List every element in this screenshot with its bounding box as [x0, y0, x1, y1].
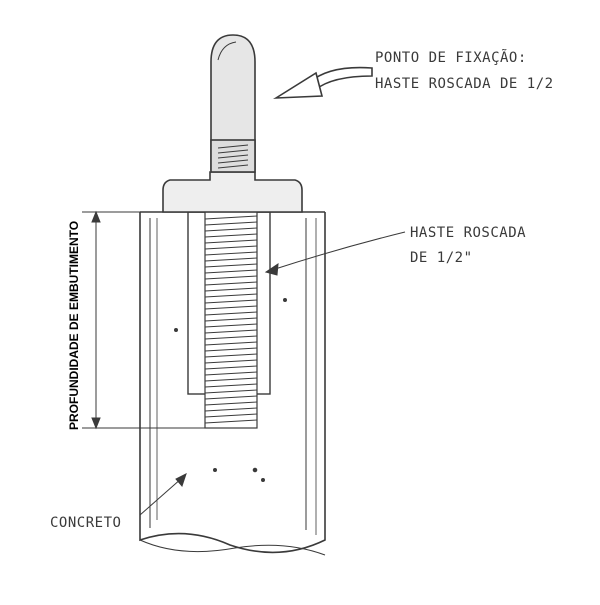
fixing-point-arrow — [273, 66, 373, 99]
threaded-rod-label-line2: DE 1/2" — [410, 250, 473, 266]
thread-line — [217, 159, 249, 164]
thread-line — [204, 239, 258, 244]
thread-line — [204, 389, 258, 394]
thread-line — [204, 251, 258, 256]
thread-line — [204, 317, 258, 322]
thread-line — [204, 311, 258, 316]
thread-line — [204, 395, 258, 400]
thread-line — [204, 299, 258, 304]
thread-line — [204, 347, 258, 352]
thread-line — [204, 245, 258, 250]
thread-line — [217, 149, 249, 154]
thread-line — [204, 371, 258, 376]
thread-line — [204, 221, 258, 226]
rod-threads — [204, 215, 258, 424]
lifting-point — [210, 34, 256, 173]
thread-line — [204, 413, 258, 418]
upper-threads — [217, 144, 249, 169]
thread-line — [204, 257, 258, 262]
thread-line — [204, 407, 258, 412]
threaded-rod — [204, 211, 258, 429]
thread-line — [204, 281, 258, 286]
flange — [162, 171, 303, 213]
thread-line — [204, 269, 258, 274]
concrete-leader — [139, 473, 187, 516]
thread-line — [204, 401, 258, 406]
fixing-point-label-line1: PONTO DE FIXAÇÃO: — [375, 49, 527, 66]
rod-leader — [264, 231, 406, 276]
embedment-dimension — [82, 210, 205, 430]
thread-line — [204, 233, 258, 238]
thread-line — [204, 335, 258, 340]
thread-line — [204, 323, 258, 328]
thread-line — [204, 293, 258, 298]
concrete-label: CONCRETO — [50, 515, 121, 531]
thread-line — [217, 164, 249, 169]
thread-line — [204, 359, 258, 364]
thread-line — [204, 341, 258, 346]
embedment-depth-label: PROFUNDIDADE DE EMBUTIMENTO — [67, 221, 81, 430]
thread-line — [217, 154, 249, 159]
thread-line — [204, 377, 258, 382]
thread-line — [204, 287, 258, 292]
thread-line — [217, 144, 249, 149]
thread-line — [204, 353, 258, 358]
thread-line — [204, 275, 258, 280]
thread-line — [204, 419, 258, 424]
thread-line — [204, 263, 258, 268]
thread-line — [204, 329, 258, 334]
fixing-point-label-line2: HASTE ROSCADA DE 1/2 — [375, 76, 554, 92]
thread-line — [204, 365, 258, 370]
thread-line — [204, 305, 258, 310]
threaded-rod-label-line1: HASTE ROSCADA — [410, 225, 526, 241]
thread-line — [204, 227, 258, 232]
thread-line — [204, 215, 258, 220]
thread-line — [204, 383, 258, 388]
